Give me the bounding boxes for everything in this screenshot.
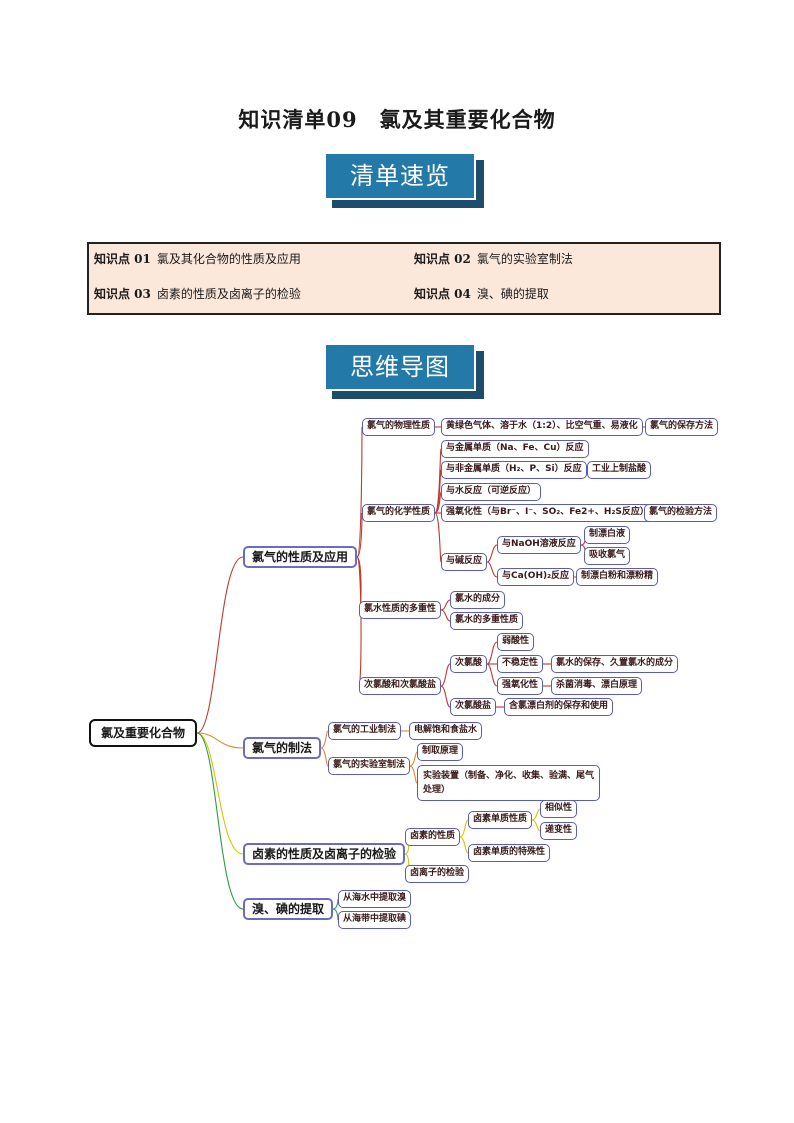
node-industrial-preparation: 氯气的工业制法: [328, 722, 402, 740]
node-instability: 不稳定性: [497, 655, 544, 673]
node-apparatus: 实验装置（制备、净化、收集、验满、尾气处理）: [417, 765, 600, 801]
connector-hclo_salt-hclo_s: [440, 685, 451, 708]
connector-hclo-strong_ox: [486, 663, 498, 687]
node-naoh-reaction: 与NaOH溶液反应: [497, 536, 581, 554]
connector-root-b: [196, 732, 244, 749]
connector-hclo_salt-hclo: [440, 663, 451, 687]
branch-chlorine-properties: 氯气的性质及应用: [243, 546, 358, 568]
node-metal-reaction: 与金属单质（Na、Fe、Cu）反应: [441, 440, 589, 458]
node-special-properties: 卤素单质的特殊性: [468, 844, 551, 862]
node-chlorine-water-storage: 氯水的保存、久置氯水的成分: [551, 655, 679, 673]
node-hypochlorous-acid: 次氯酸: [450, 655, 488, 673]
connector-halogen_prop-special: [459, 836, 469, 854]
node-similarity: 相似性: [540, 800, 578, 818]
node-chlorine-water-composition: 氯水的成分: [450, 591, 506, 609]
connector-d-i_kelp: [332, 908, 339, 921]
connector-hclo-weak: [486, 641, 498, 665]
connector-chlorine_water-cw_comp: [440, 599, 451, 611]
node-absorb-chlorine: 吸收氯气: [584, 547, 631, 565]
node-industrial-hcl: 工业上制盐酸: [587, 461, 652, 479]
connector-b-ind_prep: [320, 730, 329, 749]
connector-base-caoh: [486, 561, 498, 578]
node-detection-method: 氯气的检验方法: [644, 504, 718, 522]
connector-chem-nonmetal: [434, 469, 442, 514]
node-storage-method: 氯气的保存方法: [645, 418, 719, 436]
node-gradual-change: 递变性: [540, 822, 578, 840]
node-disinfection: 杀菌消毒、漂白原理: [551, 677, 643, 695]
node-element-properties: 卤素单质性质: [468, 811, 533, 829]
branch-chlorine-preparation: 氯气的制法: [243, 737, 322, 759]
node-water-reaction: 与水反应（可逆反应）: [441, 483, 542, 501]
connector-chlorine_water-cw_multi: [440, 609, 451, 622]
node-strong-oxidation: 强氧化性（与Br⁻、I⁻、SO₂、Fe2+、H₂S反应）: [441, 504, 654, 522]
branch-halogen-properties: 卤素的性质及卤离子的检验: [243, 843, 406, 865]
connector-lab_prep-principle: [409, 751, 418, 767]
mindmap-banner-label: 思维导图: [324, 343, 476, 391]
connector-elem_prop-gradual: [531, 819, 541, 832]
node-caoh2-reaction: 与Ca(OH)₂反应: [497, 568, 575, 586]
node-chlorine-water: 氯水性质的多重性: [359, 601, 442, 619]
node-nonmetal-reaction: 与非金属单质（H₂、P、Si）反应: [441, 461, 587, 479]
node-hypochlorous-acid-and-salts: 次氯酸和次氯酸盐: [359, 677, 442, 695]
node-bleach-use: 含氯漂白剂的保存和使用: [504, 698, 614, 716]
connector-base-naoh: [486, 544, 498, 563]
node-halide-test: 卤离子的检验: [405, 865, 470, 883]
page-title: 知识清单09 氯及其重要化合物: [238, 107, 556, 132]
connector-chem-water: [434, 491, 442, 514]
node-chemical-properties: 氯气的化学性质: [362, 504, 436, 522]
connector-a-phys: [356, 426, 363, 558]
node-bleach-liquid: 制漂白液: [584, 526, 631, 544]
mindmap-banner: 思维导图: [324, 343, 484, 399]
overview-banner: 清单速览: [324, 152, 484, 208]
connector-root-a: [196, 556, 244, 734]
node-chlorine-water-multiple: 氯水的多重性质: [450, 612, 524, 630]
node-physical-description: 黄绿色气体、溶于水（1:2）、比空气重、易液化: [441, 418, 643, 436]
node-preparation-principle: 制取原理: [417, 743, 464, 761]
connector-root-c: [196, 732, 244, 855]
connector-elem_prop-similar: [531, 808, 541, 821]
node-electrolysis: 电解饱和食盐水: [409, 722, 483, 740]
overview-banner-label: 清单速览: [324, 152, 476, 200]
connector-b-lab_prep: [320, 747, 329, 767]
connector-a-chem: [356, 512, 363, 558]
node-weak-acidity: 弱酸性: [497, 633, 535, 651]
connector-halogen_prop-elem_prop: [459, 819, 469, 838]
node-base-reaction: 与碱反应: [441, 553, 488, 571]
node-bleach-powder: 制漂白粉和漂粉精: [576, 568, 659, 586]
node-bromine-from-seawater: 从海水中提取溴: [338, 890, 412, 908]
node-halogen-properties: 卤素的性质: [405, 828, 461, 846]
node-lab-preparation: 氯气的实验室制法: [328, 757, 411, 775]
branch-bromine-iodine: 溴、碘的提取: [243, 898, 334, 920]
node-iodine-from-kelp: 从海带中提取碘: [338, 911, 412, 929]
node-physical-properties: 氯气的物理性质: [362, 418, 436, 436]
node-strong-oxidizing: 强氧化性: [497, 677, 544, 695]
node-hypochlorite: 次氯酸盐: [450, 698, 497, 716]
mindmap-root: 氯及重要化合物: [89, 719, 198, 747]
connector-chem-base: [434, 512, 442, 563]
connector-root-d: [196, 732, 244, 910]
connector-lab_prep-apparatus: [409, 765, 418, 784]
